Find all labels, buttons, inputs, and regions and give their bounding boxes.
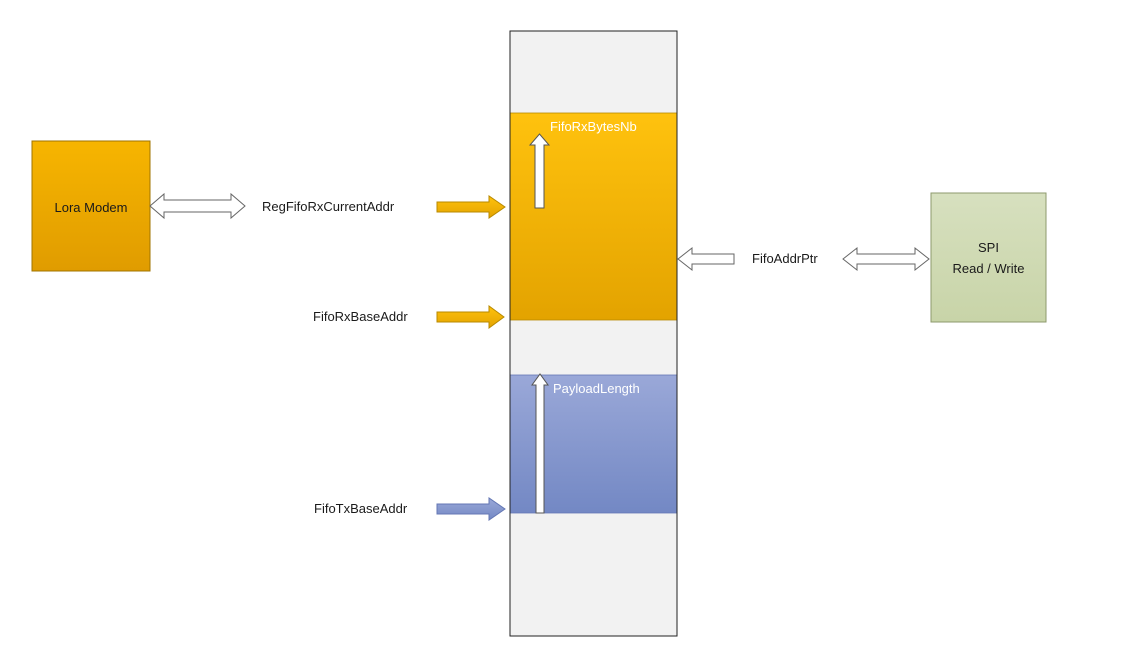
payload-length-label: PayloadLength bbox=[553, 381, 640, 396]
lora-double-arrow bbox=[149, 192, 246, 220]
fifo-addr-double-arrow bbox=[677, 246, 735, 272]
rx-current-arrow bbox=[436, 195, 506, 219]
rx-current-addr-label: RegFifoRxCurrentAddr bbox=[262, 199, 395, 214]
rx-base-arrow bbox=[436, 305, 505, 329]
rx-bytes-label: FifoRxBytesNb bbox=[550, 119, 637, 134]
spi-label-line2: Read / Write bbox=[952, 261, 1025, 276]
lora-modem-label: Lora Modem bbox=[54, 200, 128, 215]
tx-base-arrow bbox=[436, 497, 506, 521]
fifo-addr-ptr-label: FifoAddrPtr bbox=[752, 251, 818, 266]
spi-block bbox=[930, 192, 1047, 323]
spi-double-arrow bbox=[842, 246, 930, 272]
rx-bytes-up-arrow bbox=[528, 133, 551, 209]
rx-base-addr-label: FifoRxBaseAddr bbox=[313, 309, 408, 324]
payload-length-up-arrow bbox=[531, 373, 549, 514]
tx-base-addr-label: FifoTxBaseAddr bbox=[314, 501, 408, 516]
spi-label-line1: SPI bbox=[978, 240, 999, 255]
